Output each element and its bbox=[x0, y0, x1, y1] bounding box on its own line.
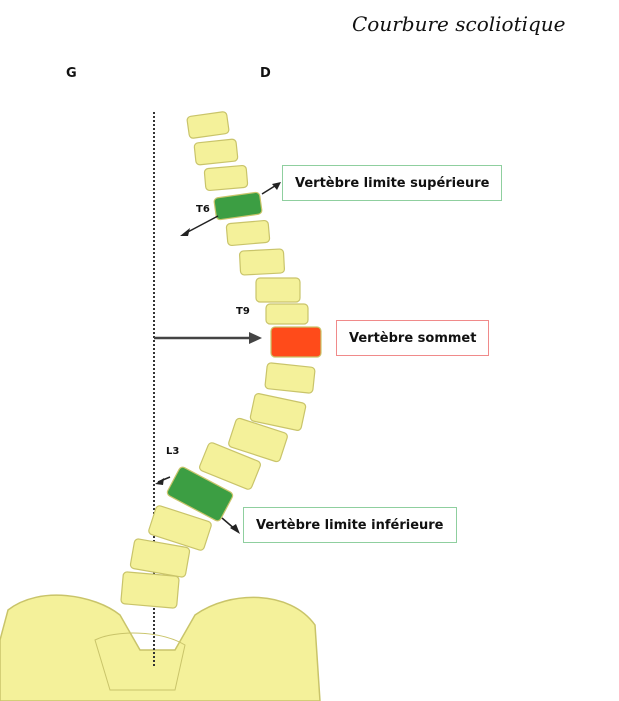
l3-arrowhead bbox=[155, 478, 164, 485]
upper-arrowhead bbox=[272, 182, 281, 190]
vertebra bbox=[121, 572, 180, 609]
apex-callout: Vertèbre sommet bbox=[336, 320, 489, 356]
right-side-label: D bbox=[260, 66, 271, 81]
vertebra bbox=[204, 165, 248, 191]
lower-limit-callout: Vertèbre limite inférieure bbox=[243, 507, 457, 543]
apex-vertebra-label: T9 bbox=[236, 306, 250, 317]
vertebra bbox=[265, 363, 315, 394]
pelvis bbox=[0, 595, 320, 701]
apex-vertebra bbox=[271, 327, 321, 357]
vertebra bbox=[194, 139, 238, 165]
t6-arrowhead bbox=[180, 228, 190, 236]
vertebra bbox=[256, 278, 300, 302]
limit-vertebra bbox=[214, 192, 263, 220]
vertebra bbox=[187, 111, 230, 138]
left-side-label: G bbox=[66, 66, 77, 81]
upper-limit-callout: Vertèbre limite supérieure bbox=[282, 165, 502, 201]
lower-vertebra-label: L3 bbox=[166, 446, 179, 457]
upper-vertebra-label: T6 bbox=[196, 204, 210, 215]
vertebra bbox=[226, 220, 270, 246]
vertebra bbox=[266, 304, 308, 324]
vertebra bbox=[239, 249, 284, 275]
diagram-title: Courbure scoliotique bbox=[352, 12, 566, 36]
